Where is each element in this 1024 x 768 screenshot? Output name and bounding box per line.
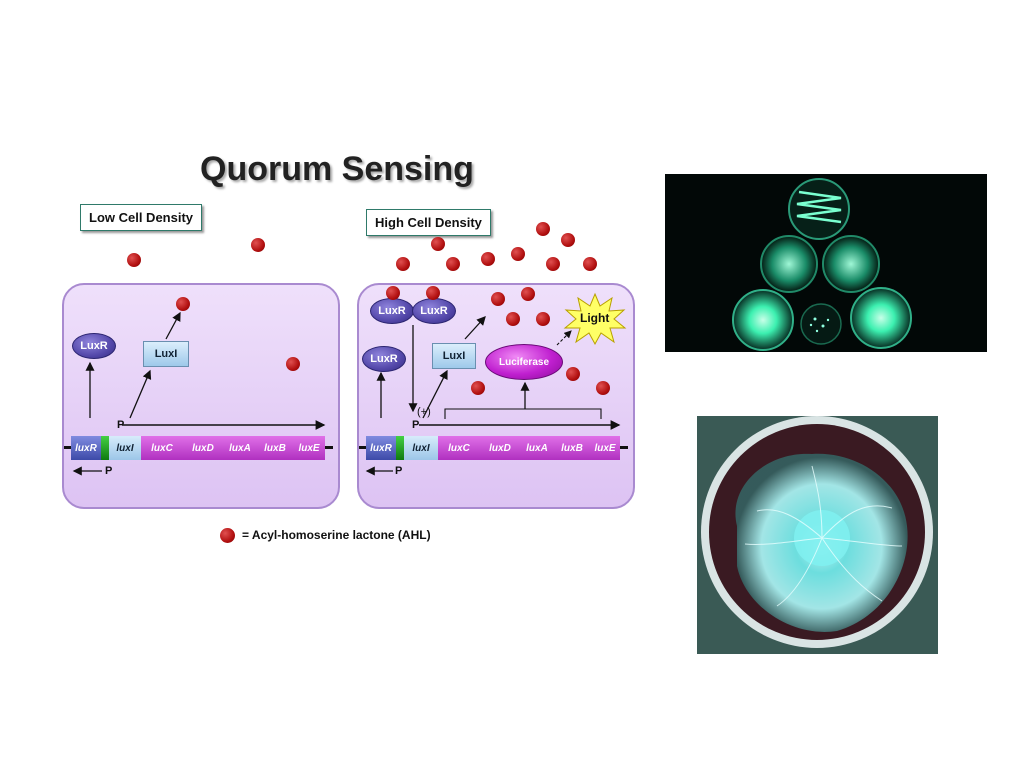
ahl-molecule [481,252,495,266]
ahl-molecule [127,253,141,267]
ahl-molecule [431,237,445,251]
legend-text: = Acyl-homoserine lactone (AHL) [242,528,431,542]
gene-luxb: luxB [257,436,293,460]
ahl-molecule [596,381,610,395]
ahl-molecule [251,238,265,252]
high-density-label: High Cell Density [366,209,491,236]
ahl-molecule [491,292,505,306]
slide-title: Quorum Sensing [200,150,474,188]
ahl-molecule [583,257,597,271]
luxr-ahl-complex: LuxR [412,298,456,324]
gene-luxe: luxE [590,436,620,460]
gene-luxi: luxI [109,436,141,460]
ahl-molecule [176,297,190,311]
colony-plate-photo [697,416,938,654]
ahl-molecule [446,257,460,271]
dna-line [359,446,367,449]
ahl-molecule [546,257,560,271]
glowing-plates-photo [665,174,987,352]
promoter-label: P [117,419,125,431]
ahl-molecule [561,233,575,247]
luxi-protein: LuxI [432,343,476,369]
promoter-label-reverse: P [395,465,403,477]
promoter-label: P [412,419,420,431]
ahl-molecule [396,257,410,271]
gene-luxe: luxE [293,436,325,460]
dna-line [325,446,333,449]
gene-spacer [101,436,109,460]
ahl-molecule [536,222,550,236]
ahl-molecule [511,247,525,261]
activation-label: (+) [417,406,431,418]
gene-luxc: luxC [141,436,183,460]
gene-luxd: luxD [183,436,223,460]
light-label: Light [580,311,610,325]
colony-plate-illustration [701,416,933,648]
low-gene-operon: luxR luxI luxC luxD luxA luxB luxE [71,436,325,460]
luxr-protein: LuxR [72,333,116,359]
gene-luxb: luxB [554,436,590,460]
ahl-molecule [521,287,535,301]
ahl-bound [386,286,400,300]
promoter-label-reverse: P [105,465,113,477]
gene-luxd: luxD [480,436,520,460]
luciferase-enzyme: Luciferase [485,344,563,380]
low-density-cell [62,283,340,509]
ahl-molecule [566,367,580,381]
luxi-protein: LuxI [143,341,189,367]
ahl-molecule [471,381,485,395]
high-gene-operon: luxR luxI luxC luxD luxA luxB luxE [366,436,620,460]
ahl-molecule [286,357,300,371]
low-density-label: Low Cell Density [80,204,203,231]
gene-luxa: luxA [223,436,257,460]
luxr-protein: LuxR [362,346,406,372]
low-density-arrows [72,311,326,476]
glowing-plates-illustration [732,178,912,351]
dna-line [64,446,72,449]
gene-luxr: luxR [366,436,396,460]
dna-line [620,446,628,449]
gene-spacer [396,436,404,460]
legend-ahl-dot [220,528,235,543]
ahl-molecule [536,312,550,326]
light-burst-icon [563,292,627,346]
high-density-arrows [365,316,621,476]
gene-luxc: luxC [438,436,480,460]
luxr-ahl-complex: LuxR [370,298,414,324]
ahl-bound [426,286,440,300]
ahl-molecule [506,312,520,326]
gene-luxa: luxA [520,436,554,460]
gene-luxr: luxR [71,436,101,460]
gene-luxi: luxI [404,436,438,460]
